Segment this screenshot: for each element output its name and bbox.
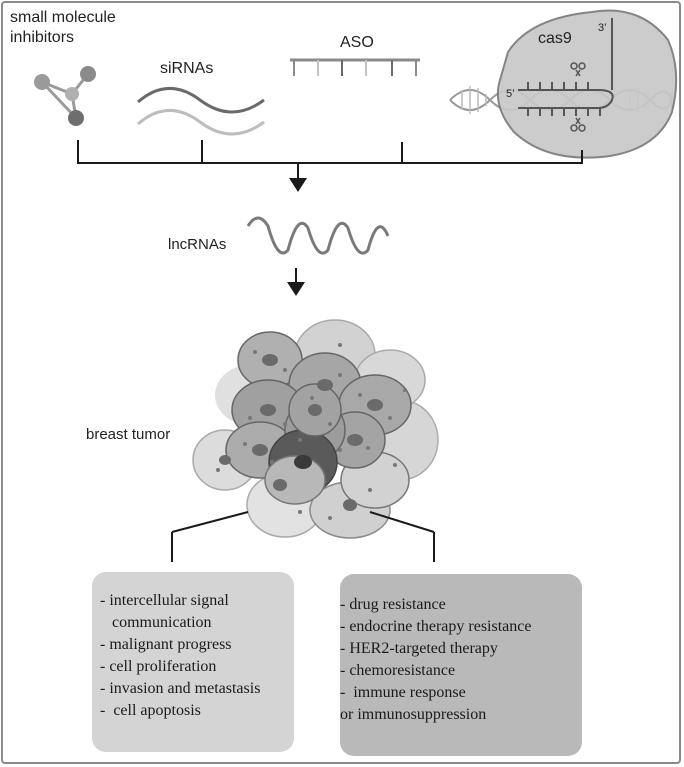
therapy-resistance-list: - drug resistance - endocrine therapy re… — [340, 594, 582, 726]
scissors-icon — [570, 62, 586, 77]
list-item: or immunosuppression — [340, 706, 487, 723]
small-molecule-label: small molecule inhibitors — [10, 8, 116, 48]
scissors-icon — [570, 117, 586, 132]
three-prime-label: 3’ — [598, 22, 607, 34]
list-item: - immune response — [340, 684, 466, 701]
list-item: - endocrine therapy resistance — [340, 618, 532, 635]
five-prime-label: 5’ — [506, 88, 515, 100]
list-item: - chemoresistance — [340, 662, 456, 679]
list-item: communication — [100, 614, 212, 631]
sirna-icon — [137, 87, 265, 136]
cas9-icon — [449, 9, 678, 159]
tumor-progression-box: - intercellular signal communication - m… — [92, 572, 294, 752]
list-item: - drug resistance — [340, 596, 446, 613]
arrow-down-icon — [289, 178, 307, 192]
list-item: - cell apoptosis — [100, 702, 201, 719]
list-item: - cell proliferation — [100, 658, 217, 675]
list-item: - invasion and metastasis — [100, 680, 261, 697]
lncrnas-label: lncRNAs — [168, 236, 227, 253]
small-molecule-label-line2: inhibitors — [10, 29, 75, 46]
breast-tumor-label: breast tumor — [86, 426, 171, 443]
breast-tumor-illustration — [192, 319, 439, 539]
lncrna-icon — [246, 216, 390, 255]
list-item: - intercellular signal — [100, 592, 229, 609]
sirnas-label: siRNAs — [160, 60, 214, 77]
list-item: - malignant progress — [100, 636, 232, 653]
top-connector — [77, 140, 583, 184]
cas9-label: cas9 — [538, 30, 572, 47]
list-item: - HER2-targeted therapy — [340, 640, 498, 657]
tumor-progression-list: - intercellular signal communication - m… — [100, 590, 294, 722]
small-molecule-label-line1: small molecule — [10, 9, 116, 26]
aso-icon — [290, 58, 420, 76]
aso-label: ASO — [340, 34, 374, 51]
bottom-connector — [171, 511, 435, 562]
arrow-down-icon — [287, 282, 305, 296]
therapy-resistance-box: - drug resistance - endocrine therapy re… — [340, 574, 582, 756]
small-molecule-icon — [34, 66, 96, 126]
